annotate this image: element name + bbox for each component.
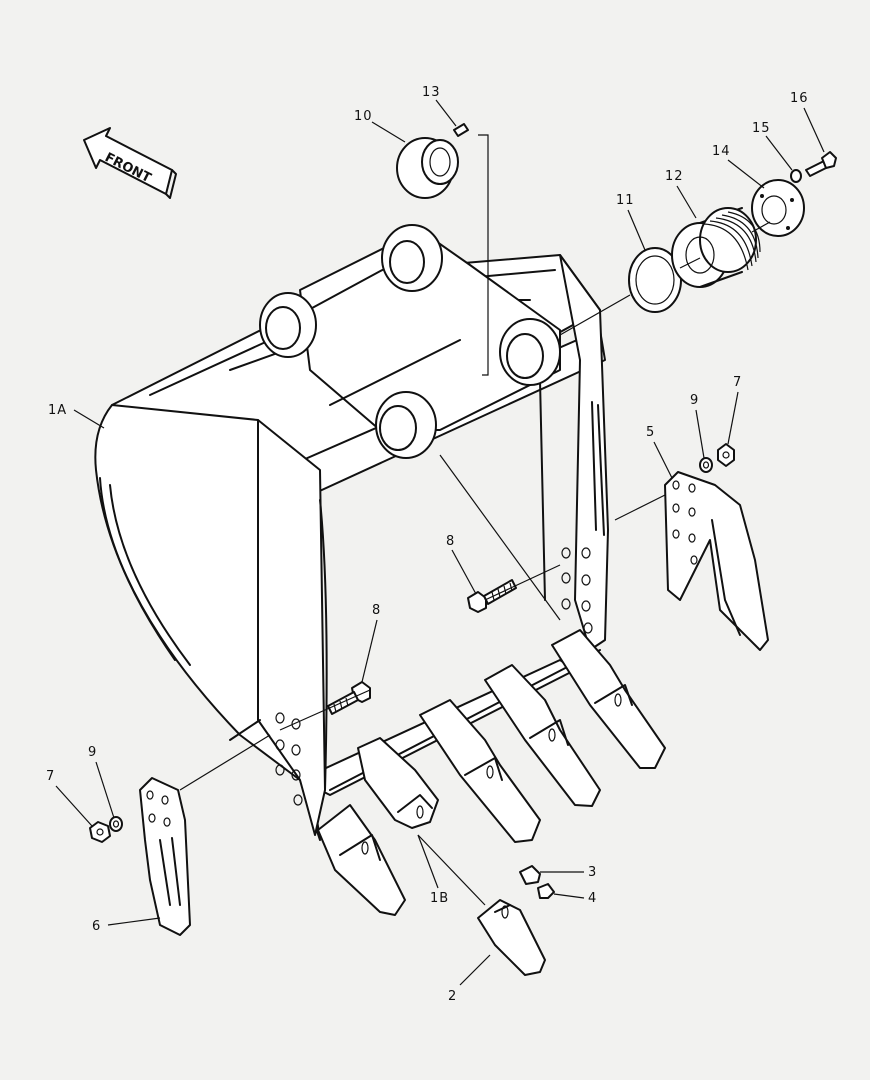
callout-15: 15 [752,121,771,136]
callout-13: 13 [422,85,441,100]
pin-part-13 [453,123,469,137]
tooth-2-adapter [357,737,439,829]
callout-12: 12 [665,169,684,184]
washer-left-9 [109,816,123,832]
side-cutter-left [139,777,191,936]
callout-6: 6 [92,919,101,934]
nut-right-7 [717,443,735,467]
tooth-4 [484,664,601,807]
boss-upper-left [259,292,317,358]
callout-5: 5 [646,425,655,440]
washer-part-15 [790,169,802,183]
callout-16: 16 [790,91,809,106]
shim-part-11 [628,247,682,313]
tooth-5 [551,629,666,769]
side-cutter-right [664,471,769,651]
pin-part-3 [519,865,541,885]
callout-1A: 1A [48,403,67,418]
bolt-part-16 [805,151,837,177]
callout-8-upper: 8 [446,534,455,549]
spring-part-12 [671,207,761,288]
tooth-3 [419,699,541,843]
callout-3: 3 [588,865,597,880]
callouts: 1A 1B 2 3 4 5 6 7 7 8 8 9 9 10 11 12 13 [46,85,825,1004]
callout-9-left: 9 [88,745,97,760]
tooth-point-loose [477,899,546,976]
boss-lower-right [499,318,561,386]
assembly-lines [179,134,771,906]
callout-11: 11 [616,193,635,208]
callout-7-right: 7 [733,375,742,390]
front-arrow-icon: FRONT [83,127,177,199]
bushing-part-10 [396,137,459,199]
boss-lower-left [375,391,437,459]
lock-part-4 [537,883,555,899]
right-bolt-holes [561,547,593,634]
nut-left-7 [89,821,111,843]
callout-14: 14 [712,144,731,159]
callout-8-lower: 8 [372,603,381,618]
boss-upper-right [381,224,443,292]
left-bolt-holes [275,712,303,806]
bolt-upper-8 [467,579,517,613]
tooth-1 [317,804,406,916]
callout-1B: 1B [430,891,449,906]
callout-2: 2 [448,989,457,1004]
callout-7-left: 7 [46,769,55,784]
callout-9-right: 9 [690,393,699,408]
callout-10: 10 [354,109,373,124]
callout-4: 4 [588,891,597,906]
bucket-teeth [317,629,666,916]
bolt-lower-8 [327,681,371,715]
hinge-bosses [259,224,561,459]
washer-right-9 [699,457,713,473]
plate-part-14 [751,179,805,237]
